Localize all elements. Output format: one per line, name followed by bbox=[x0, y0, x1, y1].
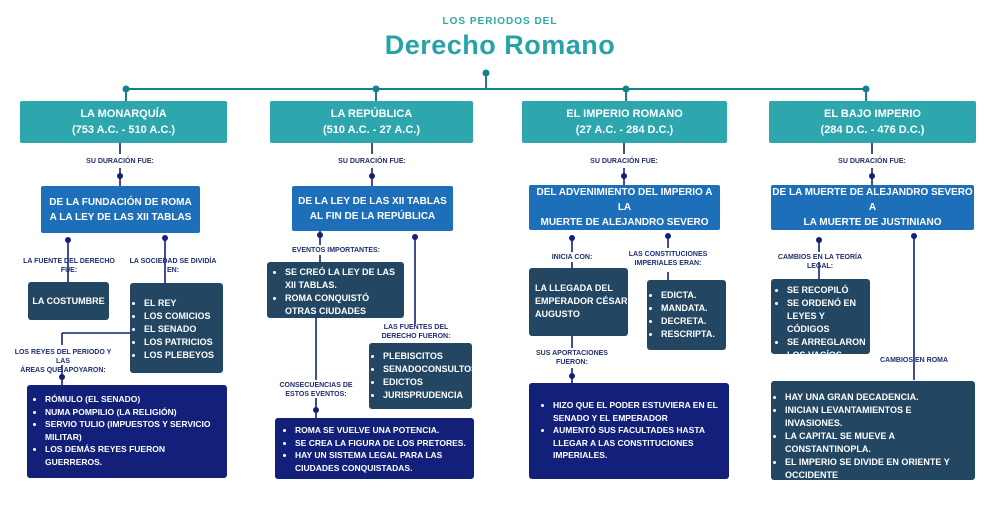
duration-line: DEL ADVENIMIENTO DEL IMPERIO A LA bbox=[536, 187, 713, 213]
contributions-box: HIZO QUE EL PODER ESTUVIERA EN EL SENADO… bbox=[529, 383, 729, 479]
duration-box-republica: DE LA LEY DE LAS XII TABLAS AL FIN DE LA… bbox=[292, 186, 453, 231]
period-name: EL IMPERIO ROMANO bbox=[566, 108, 683, 120]
page-title: Derecho Romano bbox=[384, 30, 616, 60]
start-line: LA LLEGADA DEL bbox=[535, 283, 613, 293]
list-item: HAY UNA GRAN DECADENCIA. bbox=[785, 391, 971, 404]
constitutions-box: EDICTA. MANDATA. DECRETA. RESCRIPTA. bbox=[647, 280, 726, 350]
list-item: SE ARREGLARON LOS VACÍOS. bbox=[787, 336, 866, 362]
duration-box-monarquia: DE LA FUNDACIÓN DE ROMA A LA LEY DE LAS … bbox=[41, 186, 200, 233]
list-item: JURISPRUDENCIA bbox=[383, 389, 472, 402]
period-header-republica: LA REPÚBLICA (510 A.C. - 27 A.C.) bbox=[270, 101, 473, 143]
header-kicker: LOS PERIODOS DEL bbox=[442, 16, 558, 27]
events-label: EVENTOS IMPORTANTES: bbox=[291, 247, 381, 254]
list-item: AUMENTÓ SUS FACULTADES HASTA LLEGAR A LA… bbox=[553, 424, 723, 462]
constitutions-label-line: LAS CONSTITUCIONES bbox=[628, 251, 708, 258]
period-dates: (753 A.C. - 510 A.C.) bbox=[71, 124, 176, 136]
list-item: HIZO QUE EL PODER ESTUVIERA EN EL SENADO… bbox=[553, 399, 723, 424]
contributions-label: SUS APORTACIONES FUERON: bbox=[532, 349, 612, 367]
contributions-label-line: FUERON: bbox=[556, 359, 588, 366]
list-item: LOS COMICIOS bbox=[144, 310, 223, 323]
list-item: HAY UN SISTEMA LEGAL PARA LAS CIUDADES C… bbox=[295, 449, 468, 474]
list-item: LOS PATRICIOS bbox=[144, 336, 223, 349]
start-line: EMPERADOR CÉSAR bbox=[535, 296, 628, 306]
duration-box-bajo-imperio: DE LA MUERTE DE ALEJANDRO SEVERO A LA MU… bbox=[771, 185, 974, 230]
kings-box: RÓMULO (EL SENADO) NUMA POMPILIO (LA REL… bbox=[27, 385, 227, 478]
duration-label: SU DURACIÓN FUE: bbox=[338, 158, 406, 165]
period-header-imperio: EL IMPERIO ROMANO (27 A.C. - 284 D.C.) bbox=[522, 101, 727, 143]
constitutions-label: LAS CONSTITUCIONES IMPERIALES ERAN: bbox=[628, 250, 708, 268]
list-item: SENADOCONSULTOS bbox=[383, 363, 477, 376]
list-item: SE ORDENÓ EN LEYES Y CÓDIGOS bbox=[787, 297, 866, 336]
events-box: SE CREÓ LA LEY DE LAS XII TABLAS. ROMA C… bbox=[267, 262, 404, 318]
sources-label-line: LAS FUENTES DEL bbox=[383, 324, 449, 331]
period-dates: (284 D.C. - 476 D.C.) bbox=[820, 124, 925, 136]
constitutions-label-line: IMPERIALES ERAN: bbox=[634, 260, 702, 267]
kings-label-line: ÁREAS QUE APOYARON: bbox=[20, 367, 106, 374]
duration-line: LA MUERTE DE JUSTINIANO bbox=[803, 217, 942, 228]
list-item: ROMA SE VUELVE UNA POTENCIA. bbox=[295, 424, 468, 437]
period-header-monarquia: LA MONARQUÍA (753 A.C. - 510 A.C.) bbox=[20, 101, 227, 143]
period-dates: (27 A.C. - 284 D.C.) bbox=[575, 124, 674, 136]
list-item: SE CREÓ LA LEY DE LAS XII TABLAS. bbox=[285, 266, 398, 292]
period-header-bajo-imperio: EL BAJO IMPERIO (284 D.C. - 476 D.C.) bbox=[769, 101, 976, 143]
legal-box: SE RECOPILÓ SE ORDENÓ EN LEYES Y CÓDIGOS… bbox=[771, 279, 870, 360]
period-name: EL BAJO IMPERIO bbox=[824, 108, 921, 120]
kings-label: LOS REYES DEL PERIODO Y LAS ÁREAS QUE AP… bbox=[8, 348, 118, 375]
list-item: DECRETA. bbox=[661, 315, 726, 328]
duration-line: DE LA LEY DE LAS XII TABLAS bbox=[298, 195, 447, 207]
society-box: EL REY LOS COMICIOS EL SENADO LOS PATRIC… bbox=[130, 283, 223, 373]
start-label: INICIA CON: bbox=[551, 254, 593, 261]
list-item: RÓMULO (EL SENADO) bbox=[45, 393, 221, 406]
source-label: LA FUENTE DEL DERECHO FUE: bbox=[23, 258, 115, 274]
consequences-box: ROMA SE VUELVE UNA POTENCIA. SE CREA LA … bbox=[275, 418, 474, 479]
list-item: INICIAN LEVANTAMIENTOS E INVASIONES. bbox=[785, 404, 971, 430]
list-item: EL CRISTIANISMO ES LA RELIGIÓN OFICIAL. bbox=[785, 482, 971, 508]
list-item: RESCRIPTA. bbox=[661, 328, 726, 341]
duration-label: SU DURACIÓN FUE: bbox=[838, 158, 906, 165]
list-item: LA CAPITAL SE MUEVE A CONSTANTINOPLA. bbox=[785, 430, 971, 456]
consequences-label: CONSECUENCIAS DE ESTOS EVENTOS: bbox=[276, 381, 356, 399]
sources-label: LAS FUENTES DEL DERECHO FUERON: bbox=[376, 323, 456, 341]
duration-line: MUERTE DE ALEJANDRO SEVERO bbox=[540, 217, 709, 228]
list-item: SE RECOPILÓ bbox=[787, 284, 866, 297]
kings-label-line: LOS REYES DEL PERIODO Y LAS bbox=[14, 349, 112, 365]
duration-box-imperio: DEL ADVENIMIENTO DEL IMPERIO A LA MUERTE… bbox=[529, 185, 720, 230]
sources-box: PLEBISCITOS SENADOCONSULTOS EDICTOS JURI… bbox=[369, 343, 477, 409]
consequences-label-line: ESTOS EVENTOS: bbox=[285, 391, 347, 398]
duration-label: SU DURACIÓN FUE: bbox=[590, 158, 658, 165]
list-item: EDICTA. bbox=[661, 289, 726, 302]
list-item: NUMA POMPILIO (LA RELIGIÓN) bbox=[45, 406, 221, 419]
list-item: LOS DEMÁS REYES FUERON GUERREROS. bbox=[45, 443, 221, 468]
duration-line: DE LA FUNDACIÓN DE ROMA bbox=[49, 196, 192, 208]
duration-line: A LA LEY DE LAS XII TABLAS bbox=[49, 211, 192, 223]
list-item: SERVIO TULIO (IMPUESTOS Y SERVICIO MILIT… bbox=[45, 418, 221, 443]
list-item: MANDATA. bbox=[661, 302, 726, 315]
start-box: LA LLEGADA DEL EMPERADOR CÉSAR AUGUSTO bbox=[529, 268, 628, 336]
rome-label: CAMBIOS EN ROMA bbox=[879, 357, 949, 364]
list-item: EL SENADO bbox=[144, 323, 223, 336]
consequences-label-line: CONSECUENCIAS DE bbox=[279, 382, 353, 389]
contributions-label-line: SUS APORTACIONES bbox=[536, 350, 608, 357]
list-item: EL REY bbox=[144, 297, 223, 310]
list-item: LOS PLEBEYOS bbox=[144, 349, 223, 362]
duration-label: SU DURACIÓN FUE: bbox=[86, 158, 154, 165]
society-label: LA SOCIEDAD SE DIVIDÍA EN: bbox=[129, 258, 217, 274]
period-dates: (510 A.C. - 27 A.C.) bbox=[323, 124, 420, 136]
list-item: EL IMPERIO SE DIVIDE EN ORIENTE Y OCCIDE… bbox=[785, 456, 971, 482]
list-item: ROMA CONQUISTÓ OTRAS CIUDADES bbox=[285, 292, 398, 318]
sources-label-line: DERECHO FUERON: bbox=[381, 333, 451, 340]
list-item: PLEBISCITOS bbox=[383, 350, 472, 363]
legal-label: CAMBIOS EN LA TEORÍA LEGAL: bbox=[777, 254, 863, 270]
period-name: LA REPÚBLICA bbox=[330, 108, 413, 120]
start-line: AUGUSTO bbox=[535, 309, 580, 319]
duration-line: AL FIN DE LA REPÚBLICA bbox=[309, 210, 436, 222]
duration-line: DE LA MUERTE DE ALEJANDRO SEVERO A bbox=[772, 187, 973, 213]
list-item: EDICTOS bbox=[383, 376, 472, 389]
list-item: SE CREA LA FIGURA DE LOS PRETORES. bbox=[295, 437, 468, 450]
rome-box: HAY UNA GRAN DECADENCIA. INICIAN LEVANTA… bbox=[771, 381, 975, 506]
period-name: LA MONARQUÍA bbox=[80, 108, 167, 120]
source-box: LA COSTUMBRE bbox=[28, 282, 109, 320]
